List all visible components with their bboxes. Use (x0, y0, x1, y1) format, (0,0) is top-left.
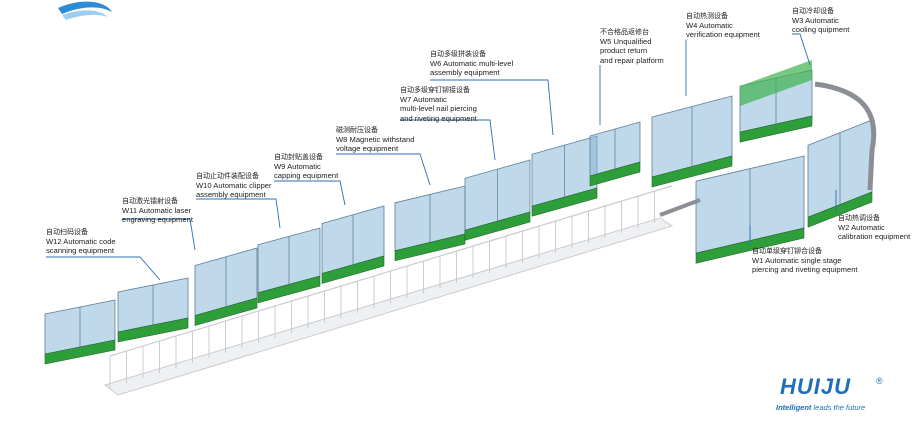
leader-line (400, 119, 496, 161)
leader-line (336, 153, 431, 186)
brand-logo: HUIJU (780, 374, 852, 399)
link-conveyor (659, 198, 701, 217)
conveyor-top-rail (109, 185, 673, 357)
leader-line (46, 256, 161, 281)
machine-base (589, 161, 641, 187)
brand-slogan: Intelligent leads the future (776, 403, 866, 412)
machine-base (257, 275, 321, 304)
registered-mark: ® (876, 376, 883, 386)
return-conveyor (814, 81, 877, 191)
machine-base (531, 187, 598, 217)
cooling-module-top (740, 60, 812, 106)
machine-base (44, 339, 116, 365)
machine-base (807, 191, 873, 228)
leader-line (122, 218, 196, 251)
machine-base (321, 255, 385, 284)
leader-line (196, 198, 281, 229)
machine-base (695, 227, 805, 264)
leader-line (792, 33, 811, 66)
machine-base (394, 233, 466, 262)
machine-base (117, 317, 189, 343)
machine-base (194, 297, 258, 326)
leader-line (430, 79, 554, 136)
machine-base (739, 115, 813, 143)
conveyor-frame (103, 217, 674, 396)
machine-base (464, 211, 531, 241)
machine-base (651, 155, 733, 188)
swoosh-logo-icon (58, 1, 112, 20)
leader-line (274, 180, 346, 206)
